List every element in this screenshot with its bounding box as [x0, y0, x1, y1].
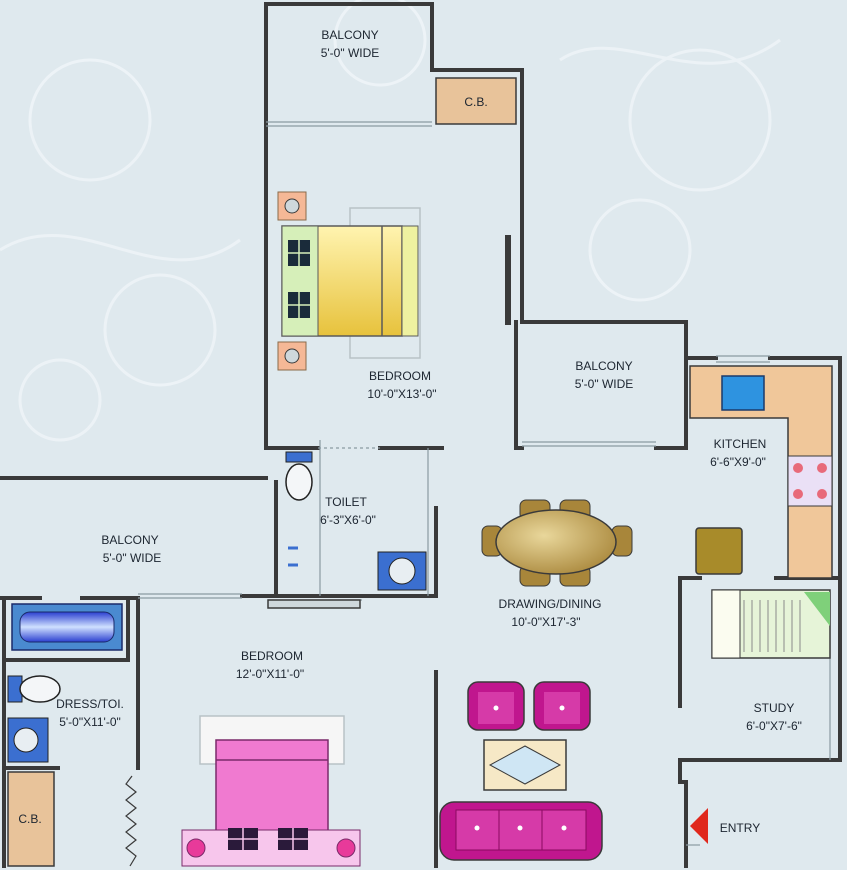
study-size: 6'-0"X7'-6": [746, 719, 802, 733]
drawing-dining-name: DRAWING/DINING: [499, 597, 602, 611]
kitchen-counter: [689, 365, 833, 579]
balcony-mid-name: BALCONY: [575, 359, 632, 373]
balcony-mid-size: 5'-0" WIDE: [575, 377, 634, 391]
dress-toilet-fixtures: [7, 603, 137, 867]
balcony-left-size: 5'-0" WIDE: [103, 551, 162, 565]
entry-arrow-icon: [690, 808, 708, 844]
balcony-left-name: BALCONY: [101, 533, 158, 547]
entry-label: ENTRY: [720, 821, 760, 835]
bedroom-1-size: 10'-0"X13'-0": [367, 387, 436, 401]
cupboard-top-label: C.B.: [464, 95, 487, 109]
bedroom-2-name: BEDROOM: [241, 649, 303, 663]
toilet-size: 6'-3"X6'-0": [320, 513, 376, 527]
balcony-top-size: 5'-0" WIDE: [321, 46, 380, 60]
cupboard-bottom: [7, 771, 55, 867]
bedroom-1-bed: [277, 191, 421, 371]
bedroom-2-bed: [181, 715, 361, 867]
bedroom-1-name: BEDROOM: [369, 369, 431, 383]
study-bed: [711, 589, 831, 659]
cupboard-bottom-label: C.B.: [18, 812, 41, 826]
dining-table: [481, 499, 633, 587]
study-name: STUDY: [754, 701, 795, 715]
dress-toilet-name: DRESS/TOI.: [56, 697, 124, 711]
toilet-name: TOILET: [325, 495, 367, 509]
living-sofa-set: [439, 681, 603, 861]
drawing-dining-size: 10'-0"X17'-3": [511, 615, 580, 629]
cupboard-top: [435, 77, 517, 125]
window-sill: [267, 599, 361, 609]
bedroom-2-size: 12'-0"X11'-0": [236, 667, 304, 681]
kitchen-name: KITCHEN: [714, 437, 767, 451]
kitchen-size: 6'-6"X9'-0": [710, 455, 766, 469]
balcony-top-name: BALCONY: [321, 28, 378, 42]
kitchen-stool: [695, 527, 743, 575]
dress-toilet-size: 5'-0"X11'-0": [59, 715, 121, 729]
background-pattern: [0, 0, 781, 442]
toilet-1-fixtures: [285, 451, 427, 591]
